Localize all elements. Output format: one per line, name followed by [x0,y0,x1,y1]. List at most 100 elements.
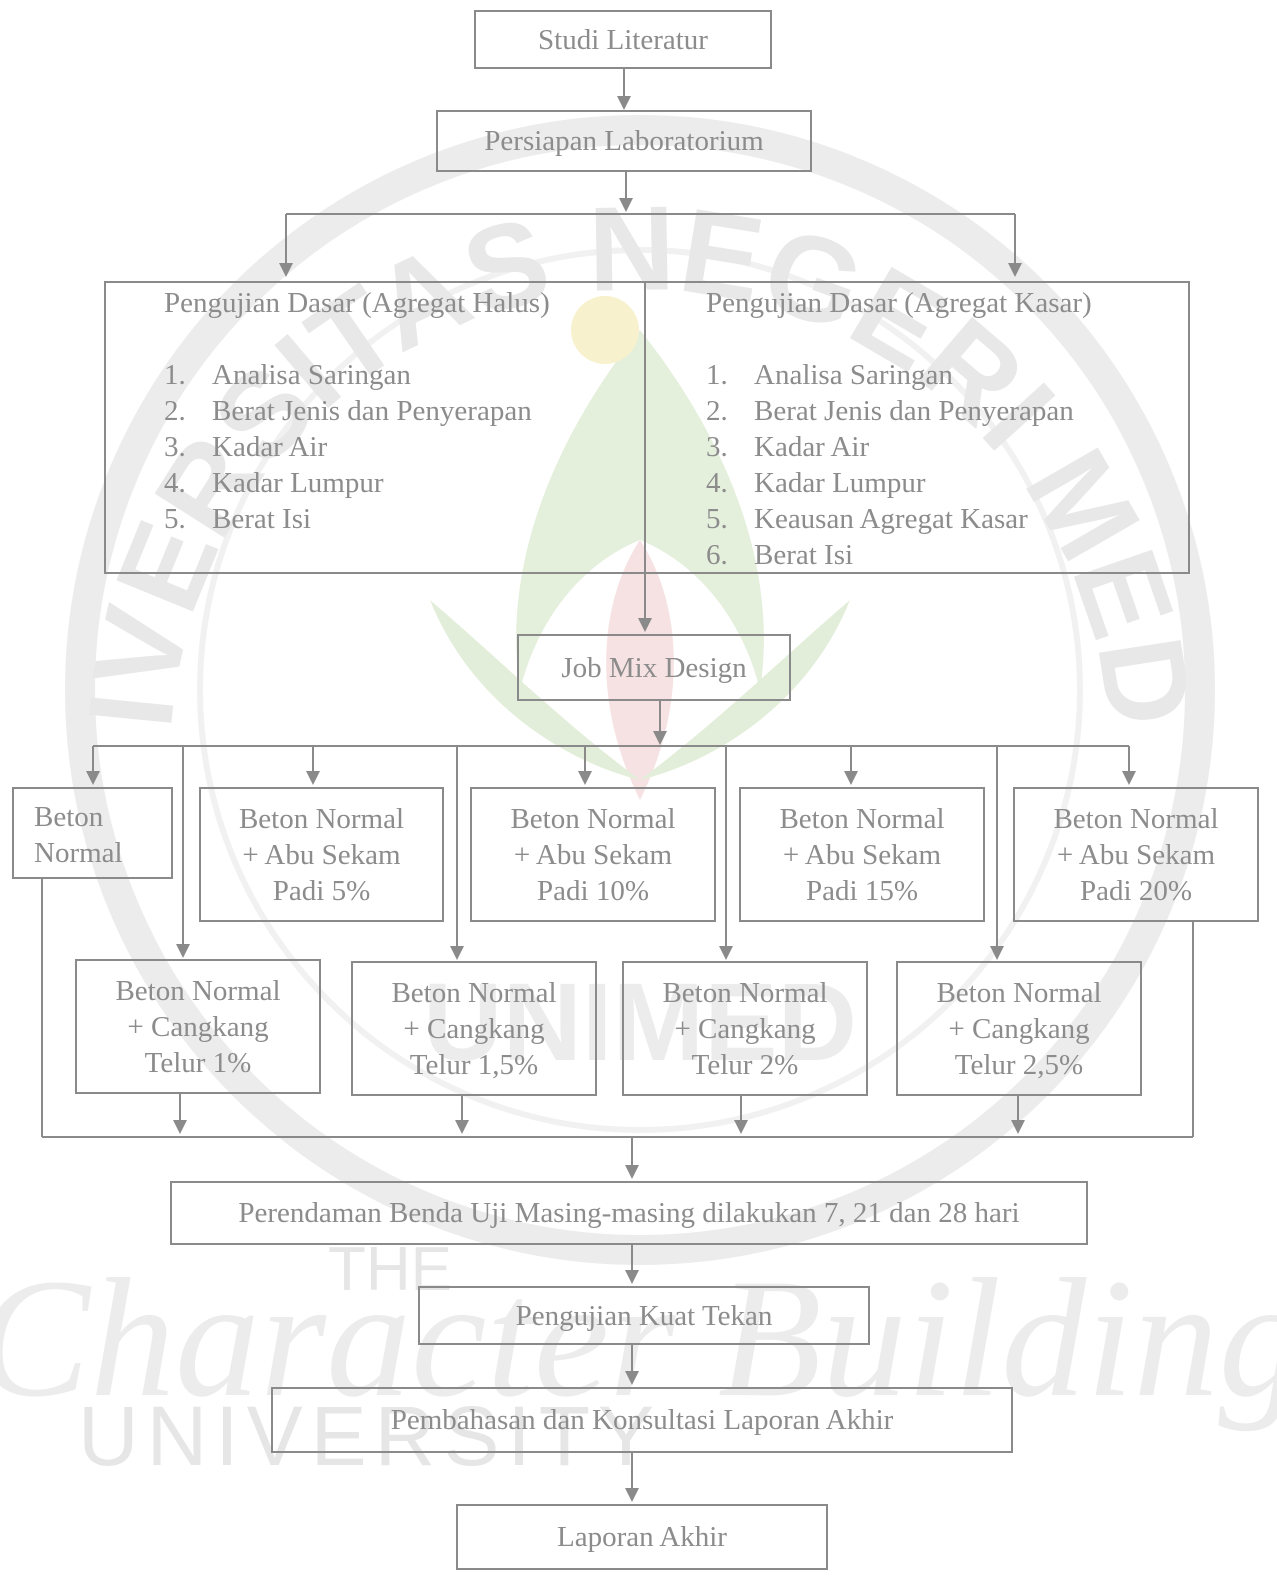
abu-sekam-5-line3: Padi 5% [272,874,371,907]
laporan-akhir-label: Laporan Akhir [557,1521,727,1553]
beton-normal-line2: Normal [34,837,123,869]
arrowhead [450,946,464,960]
agregat-kasar-item-number: 1. [706,359,728,391]
basic-tests-divider [644,283,646,573]
agregat-kasar-list: 1. Analisa Saringan 2. Berat Jenis dan Peny… [706,357,1092,573]
abu-sekam-20-box: Beton Normal + Abu Sekam Padi 20% [1013,787,1259,922]
agregat-kasar-item-number: 3. [706,431,728,463]
cangkang-1-5-box: Beton Normal + Cangkang Telur 1,5% [351,961,597,1096]
watermark-line1: THE [328,1235,452,1304]
arrowhead [578,771,592,785]
arrowhead [734,1120,748,1134]
cangkang-2-line3: Telur 2% [691,1048,799,1081]
abu-sekam-15-box: Beton Normal + Abu Sekam Padi 15% [739,787,985,922]
abu-sekam-5-line2: + Abu Sekam [242,838,401,871]
arrowhead [306,771,320,785]
watermark-line3: UNIVERSITY [78,1389,662,1483]
agregat-halus-item-number: 5. [164,503,186,535]
arrowhead [617,96,631,110]
cangkang-1-line1: Beton Normal [115,974,281,1007]
arrowhead [719,946,733,960]
arrowhead [625,1371,639,1385]
arrowhead [1011,1120,1025,1134]
agregat-kasar-title: Pengujian Dasar (Agregat Kasar) [706,287,1092,319]
arrowhead [86,771,100,785]
studi-literatur-label: Studi Literatur [538,23,708,56]
cangkang-2-line1: Beton Normal [662,976,828,1009]
agregat-kasar-item-number: 2. [706,395,728,427]
abu-sekam-15-line1: Beton Normal [779,802,945,835]
watermark-line2: Character Building [0,1244,1277,1432]
arrowhead [1122,771,1136,785]
cangkang-2-5-line2: + Cangkang [948,1012,1090,1045]
agregat-kasar-item-text: Berat Jenis dan Penyerapan [754,395,1074,427]
arrowhead [173,1120,187,1134]
cangkang-1-line3: Telur 1% [144,1046,252,1079]
cangkang-1-5-line3: Telur 1,5% [409,1048,539,1081]
agregat-kasar-item-text: Kadar Air [754,431,870,463]
abu-sekam-20-line2: + Abu Sekam [1056,838,1216,871]
abu-sekam-20-line1: Beton Normal [1053,802,1219,835]
arrowhead [625,1270,639,1284]
abu-sekam-15-line2: + Abu Sekam [782,838,942,871]
persiapan-lab-box: Persiapan Laboratorium [436,110,812,172]
arrowhead [279,263,293,277]
cangkang-1-5-line1: Beton Normal [391,976,557,1009]
agregat-kasar-item-number: 6. [706,539,728,571]
agregat-halus-item-number: 1. [164,359,186,391]
agregat-halus-item-number: 2. [164,395,186,427]
agregat-halus-column: Pengujian Dasar (Agregat Halus) 1.Analis… [164,285,550,537]
beton-normal-line1: Beton [34,801,104,833]
watermark-center-text: UNIMED [423,961,857,1084]
agregat-kasar-item-text: Berat Isi [754,539,854,571]
agregat-kasar-item-text: Keausan Agregat Kasar [754,503,1028,535]
cangkang-2-5-line1: Beton Normal [936,976,1102,1009]
agregat-kasar-item-text: Analisa Saringan [754,359,953,391]
agregat-kasar-item: 3. Kadar Air [706,429,1092,465]
agregat-kasar-item: 6. Berat Isi [706,537,1092,573]
agregat-kasar-item-number: 5. [706,503,728,535]
agregat-halus-item-text: Kadar Lumpur [212,467,384,499]
arrowhead [625,1165,639,1179]
beton-normal-box: Beton Normal [12,787,173,879]
agregat-halus-item-text: Berat Jenis dan Penyerapan [212,395,532,427]
abu-sekam-10-line2: + Abu Sekam [513,838,673,871]
agregat-kasar-column: Pengujian Dasar (Agregat Kasar) 1. Analis… [706,285,1092,573]
agregat-halus-item: 4. Kadar Lumpur [164,465,550,501]
agregat-halus-item: 2. Berat Jenis dan Penyerapan [164,393,550,429]
agregat-halus-item: 3.Kadar Air [164,429,550,465]
arrowhead [990,946,1004,960]
agregat-halus-item-text: Kadar Air [212,431,328,463]
perendaman-box: Perendaman Benda Uji Masing-masing dilak… [170,1181,1088,1245]
arrowhead [1008,263,1022,277]
agregat-kasar-item: 1. Analisa Saringan [706,357,1092,393]
studi-literatur-box: Studi Literatur [474,10,772,69]
arrowhead [638,618,652,632]
agregat-halus-title: Pengujian Dasar (Agregat Halus) [164,287,550,319]
arrowhead [455,1120,469,1134]
pembahasan-label: Pembahasan dan Konsultasi Laporan Akhir [390,1404,894,1436]
abu-sekam-10-line1: Beton Normal [510,802,676,835]
abu-sekam-10-line3: Padi 10% [537,874,649,907]
agregat-halus-item-number: 4. [164,467,186,499]
abu-sekam-20-line3: Padi 20% [1080,874,1192,907]
arrowhead [619,198,633,212]
agregat-kasar-item-number: 4. [706,467,728,499]
agregat-halus-item: 5. Berat Isi [164,501,550,537]
abu-sekam-5-box: Beton Normal + Abu Sekam Padi 5% [199,787,444,922]
cangkang-1-5-line2: + Cangkang [403,1012,545,1045]
abu-sekam-10-box: Beton Normal + Abu Sekam Padi 10% [470,787,716,922]
job-mix-label: Job Mix Design [561,651,747,684]
persiapan-lab-label: Persiapan Laboratorium [484,125,764,157]
agregat-halus-item-text: Berat Isi [212,503,312,535]
agregat-kasar-item: 4.Kadar Lumpur [706,465,1092,501]
basic-tests-box: Pengujian Dasar (Agregat Halus) 1. Analis… [104,281,1190,574]
job-mix-box: Job Mix Design [517,634,791,701]
arrowhead [844,771,858,785]
cangkang-2-line2: + Cangkang [674,1012,816,1045]
perendaman-label: Perendaman Benda Uji Masing-masing dilak… [238,1197,1020,1229]
kuat-tekan-label: Pengujian Kuat Tekan [515,1299,773,1332]
